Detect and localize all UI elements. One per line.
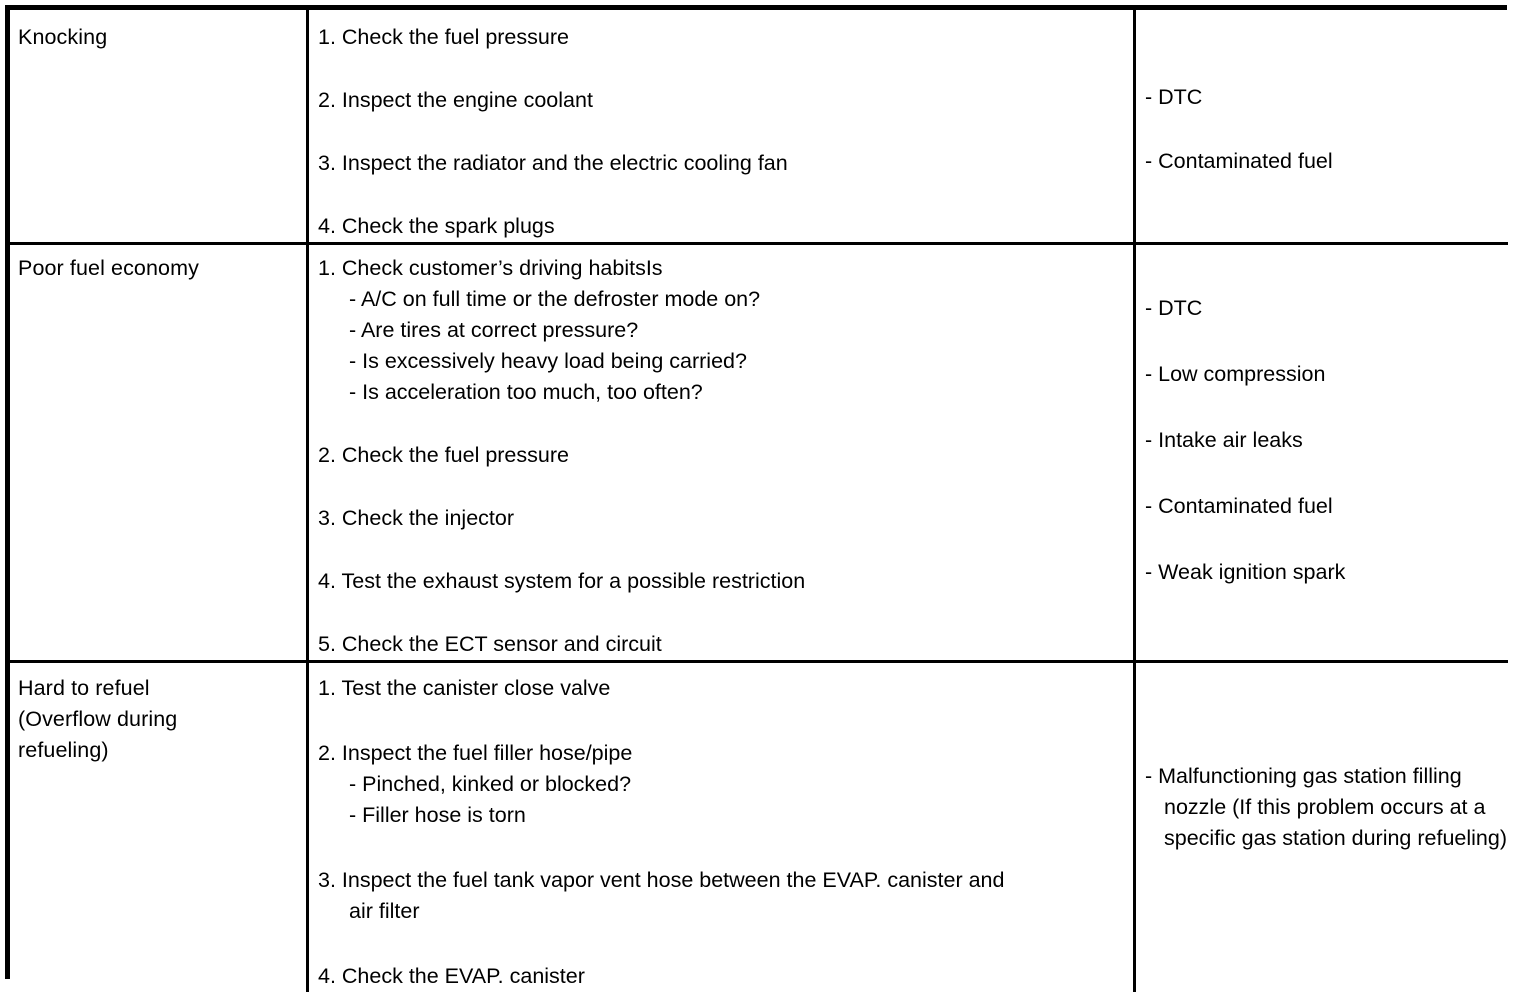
symptom-cell: Hard to refuel (Overflow during refuelin…: [10, 662, 308, 992]
symptom-label: Poor fuel economy: [18, 253, 306, 284]
procedure-item: 3. Check the injector: [318, 503, 1133, 534]
procedure-content: 1. Check the fuel pressure 2. Inspect th…: [309, 10, 1133, 242]
cause-list-item: - Intake air leaks: [1145, 425, 1508, 456]
cause-cell: - DTC - Contaminated fuel: [1135, 10, 1509, 244]
spacer: [318, 597, 1133, 629]
procedure-item: 2. Inspect the engine coolant: [318, 85, 1133, 116]
cause-content: - DTC - Contaminated fuel: [1136, 10, 1508, 242]
procedure-step-text: 3. Inspect the fuel tank vapor vent hose…: [318, 865, 1133, 896]
cause-list-item: - DTC: [1145, 82, 1508, 113]
procedure-step-continuation: air filter: [318, 896, 1133, 927]
procedure-step-text: 2. Check the fuel pressure: [318, 440, 1133, 471]
procedure-step-text: 3. Check the injector: [318, 503, 1133, 534]
cause-list-item: - Malfunctioning gas station filling noz…: [1145, 761, 1508, 854]
cause-content: - DTC - Low compression - Intake air lea…: [1136, 245, 1508, 660]
symptom-content: Knocking: [10, 10, 306, 242]
troubleshooting-table: Knocking 1. Check the fuel pressure 2. I…: [5, 5, 1507, 979]
procedure-item: 2. Inspect the fuel filler hose/pipe - P…: [318, 738, 1133, 831]
procedure-step-text: 2. Inspect the fuel filler hose/pipe: [318, 738, 1133, 769]
cause-list-item: - DTC: [1145, 293, 1508, 324]
procedure-item: 5. Check the ECT sensor and circuit: [318, 629, 1133, 660]
procedure-item: 3. Inspect the fuel tank vapor vent hose…: [318, 865, 1133, 927]
procedure-step-text: 4. Check the spark plugs: [318, 211, 1133, 242]
symptom-label: Hard to refuel: [18, 673, 306, 704]
spacer: [318, 116, 1133, 148]
spacer: [318, 927, 1133, 961]
table-row: Hard to refuel (Overflow during refuelin…: [10, 662, 1508, 992]
procedure-item: 1. Check customer’s driving habitsIs - A…: [318, 253, 1133, 408]
cause-content: - Malfunctioning gas station filling noz…: [1136, 663, 1508, 992]
symptom-label: Knocking: [18, 22, 306, 53]
procedure-item: 4. Test the exhaust system for a possibl…: [318, 566, 1133, 597]
procedure-item: 4. Check the spark plugs: [318, 211, 1133, 242]
procedure-substep: - A/C on full time or the defroster mode…: [318, 284, 1133, 315]
procedure-substep: - Pinched, kinked or blocked?: [318, 769, 1133, 800]
spacer: [318, 534, 1133, 566]
symptom-content: Hard to refuel (Overflow during refuelin…: [10, 663, 306, 992]
symptom-label-line3: refueling): [18, 735, 306, 766]
table-row: Poor fuel economy 1. Check customer’s dr…: [10, 244, 1508, 662]
cause-list-item: - Contaminated fuel: [1145, 146, 1508, 177]
spacer: [318, 53, 1133, 85]
procedure-item: 1. Test the canister close valve: [318, 673, 1133, 704]
spacer: [318, 471, 1133, 503]
procedure-cell: 1. Check the fuel pressure 2. Inspect th…: [308, 10, 1135, 244]
cause-cell: - DTC - Low compression - Intake air lea…: [1135, 244, 1509, 662]
procedure-step-text: 5. Check the ECT sensor and circuit: [318, 629, 1133, 660]
procedure-substep: - Is excessively heavy load being carrie…: [318, 346, 1133, 377]
symptom-cell: Knocking: [10, 10, 308, 244]
procedure-step-text: 1. Test the canister close valve: [318, 673, 1133, 704]
procedure-step-text: 1. Check customer’s driving habitsIs: [318, 253, 1133, 284]
procedure-step-text: 2. Inspect the engine coolant: [318, 85, 1133, 116]
symptom-cell: Poor fuel economy: [10, 244, 308, 662]
cause-list-item: - Low compression: [1145, 359, 1508, 390]
cause-cell: - Malfunctioning gas station filling noz…: [1135, 662, 1509, 992]
procedure-cell: 1. Test the canister close valve 2. Insp…: [308, 662, 1135, 992]
procedure-item: 3. Inspect the radiator and the electric…: [318, 148, 1133, 179]
symptom-label-line2: (Overflow during: [18, 704, 306, 735]
cause-list-item: - Weak ignition spark: [1145, 557, 1508, 588]
procedure-step-text: 1. Check the fuel pressure: [318, 22, 1133, 53]
symptom-table: Knocking 1. Check the fuel pressure 2. I…: [10, 10, 1508, 992]
procedure-content: 1. Test the canister close valve 2. Insp…: [309, 663, 1133, 992]
procedure-cell: 1. Check customer’s driving habitsIs - A…: [308, 244, 1135, 662]
procedure-substep: - Are tires at correct pressure?: [318, 315, 1133, 346]
procedure-item: 1. Check the fuel pressure: [318, 22, 1133, 53]
procedure-step-text: 3. Inspect the radiator and the electric…: [318, 148, 1133, 179]
cause-list-item: - Contaminated fuel: [1145, 491, 1508, 522]
procedure-step-text: 4. Check the EVAP. canister: [318, 961, 1133, 992]
procedure-item: 2. Check the fuel pressure: [318, 440, 1133, 471]
procedure-substep: - Is acceleration too much, too often?: [318, 377, 1133, 408]
procedure-content: 1. Check customer’s driving habitsIs - A…: [309, 245, 1133, 660]
procedure-substep: - Filler hose is torn: [318, 800, 1133, 831]
spacer: [318, 831, 1133, 865]
spacer: [318, 704, 1133, 738]
procedure-item: 4. Check the EVAP. canister: [318, 961, 1133, 992]
spacer: [318, 179, 1133, 211]
procedure-step-text: 4. Test the exhaust system for a possibl…: [318, 566, 1133, 597]
spacer: [318, 408, 1133, 440]
symptom-content: Poor fuel economy: [10, 245, 306, 660]
table-row: Knocking 1. Check the fuel pressure 2. I…: [10, 10, 1508, 244]
